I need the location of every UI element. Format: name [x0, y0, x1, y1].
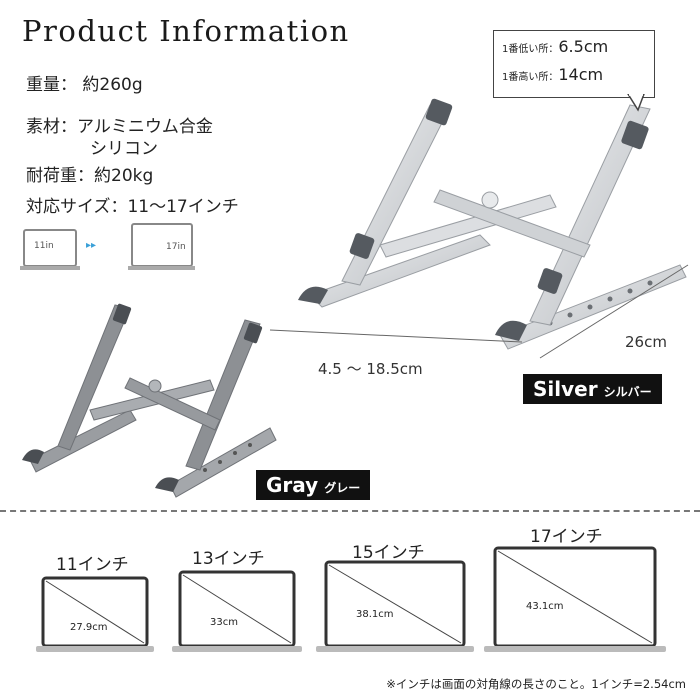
- laptop-13-label: 13インチ: [192, 549, 265, 569]
- lowest-height-label: 1番低い所：: [502, 44, 559, 55]
- laptop-13-diagonal: 33cm: [210, 617, 238, 628]
- arrow-icon: ▸▸: [86, 240, 97, 251]
- laptop-11-diagonal: 27.9cm: [70, 622, 108, 633]
- laptop-small-icon: [20, 229, 80, 270]
- laptop-11-icon: [36, 576, 154, 652]
- laptop-15-diagonal: 38.1cm: [356, 609, 394, 620]
- laptop-large-icon: [128, 223, 195, 270]
- gap-dimension: 4.5 〜 18.5cm: [318, 360, 423, 378]
- section-divider: [0, 510, 700, 512]
- spec-size: 対応サイズ：11〜17インチ: [26, 197, 239, 217]
- size-from-label: 11in: [34, 241, 54, 251]
- silver-stand-image: [298, 98, 687, 350]
- gray-tag-label: Gray: [266, 473, 319, 497]
- lowest-height-value: 6.5cm: [558, 37, 609, 56]
- silver-color-tag: Silver シルバー: [523, 374, 662, 404]
- gray-stand-image: [22, 303, 277, 498]
- depth-dimension: 26cm: [625, 333, 667, 351]
- size-range-illustration: [20, 223, 195, 270]
- laptop-17-icon: [484, 546, 666, 652]
- laptop-13-icon: [172, 570, 302, 652]
- laptop-11-label: 11インチ: [56, 555, 129, 575]
- spec-material-2: シリコン: [90, 139, 158, 159]
- spec-material: 素材：アルミニウム合金: [26, 117, 213, 137]
- laptop-15-label: 15インチ: [352, 543, 425, 563]
- gray-color-tag: Gray グレー: [256, 470, 371, 500]
- laptop-size-illustrations: [36, 546, 666, 652]
- highest-height-value: 14cm: [558, 65, 604, 84]
- silver-tag-label: Silver: [533, 377, 598, 401]
- laptop-15-icon: [316, 560, 474, 652]
- lowest-height-row: 1番低い所：6.5cm: [502, 37, 608, 56]
- gray-tag-sub: グレー: [324, 481, 361, 495]
- footnote: ※インチは画面の対角線の長さのこと。1インチ=2.54cm: [386, 677, 686, 691]
- highest-height-row: 1番高い所：14cm: [502, 65, 603, 84]
- laptop-17-label: 17インチ: [530, 527, 603, 547]
- silver-tag-sub: シルバー: [603, 385, 652, 399]
- highest-height-label: 1番高い所：: [502, 72, 559, 83]
- callout-pointer: [627, 94, 645, 112]
- spec-weight: 重量： 約260g: [26, 75, 143, 95]
- size-to-label: 17in: [166, 242, 186, 252]
- height-callout: 1番低い所：6.5cm 1番高い所：14cm: [493, 30, 655, 98]
- laptop-17-diagonal: 43.1cm: [526, 601, 564, 612]
- spec-load: 耐荷重：約20kg: [26, 166, 154, 186]
- page-title: Product Information: [22, 14, 350, 48]
